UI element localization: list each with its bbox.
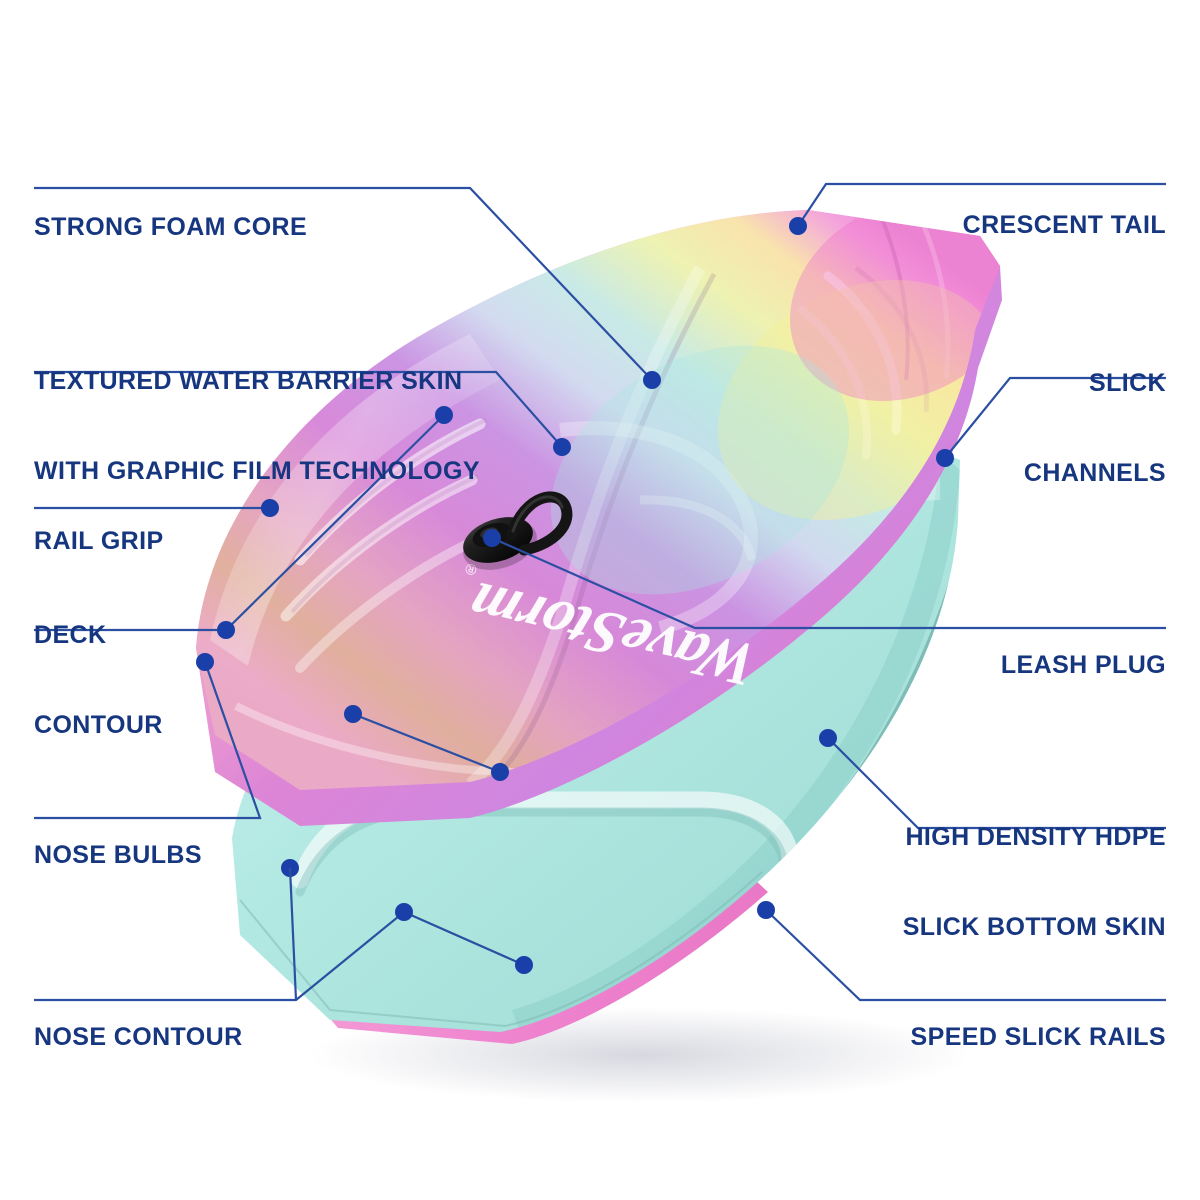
dot-textured-water-barrier: [553, 438, 571, 456]
slick-channel-arc: [823, 271, 902, 435]
label-line: LEASH PLUG: [1000, 651, 1166, 679]
deck-dish: [559, 421, 758, 635]
label-line: SLICK: [1089, 369, 1166, 397]
label-line: SLICK BOTTOM SKIN: [902, 913, 1166, 941]
label-line: NOSE CONTOUR: [34, 1023, 243, 1051]
dot-deck-contour: [217, 621, 235, 639]
connector-deck-contour: [34, 414, 445, 632]
label-deck-contour: DECK CONTOUR: [34, 560, 163, 800]
connector-nose-contour-b: [403, 910, 525, 967]
label-line: SPEED SLICK RAILS: [910, 1023, 1166, 1051]
label-nose-contour: NOSE CONTOUR: [34, 962, 243, 1112]
label-leash-plug: LEASH PLUG: [1001, 590, 1166, 740]
connector-crescent-tail: [797, 182, 1166, 227]
label-line: TEXTURED WATER BARRIER SKIN: [34, 367, 463, 395]
label-line: RAIL GRIP: [34, 527, 164, 555]
label-line: CHANNELS: [1023, 459, 1166, 487]
label-line: STRONG FOAM CORE: [34, 213, 308, 241]
dot-textured-water-barrier-b: [435, 406, 453, 424]
dot-deck-contour-mid: [344, 705, 362, 723]
connector-deck-contour-b: [352, 712, 501, 774]
deck-contour-ridge: [466, 265, 706, 789]
svg-text:®: ®: [464, 559, 479, 578]
label-line: CRESCENT TAIL: [962, 211, 1166, 239]
connector-dots: [196, 217, 954, 974]
dot-crescent-tail: [789, 217, 807, 235]
label-high-density-hdpe: HIGH DENSITY HDPE SLICK BOTTOM SKIN: [903, 762, 1166, 1002]
label-textured-water-barrier: TEXTURED WATER BARRIER SKIN WITH GRAPHIC…: [34, 306, 480, 546]
connector-slick-channels: [944, 376, 1166, 459]
dot-speed-slick-rails: [757, 901, 775, 919]
dot-slick-channels: [936, 449, 954, 467]
connector-high-density-hdpe: [827, 737, 1166, 830]
dot-deck-contour-b: [491, 763, 509, 781]
dot-nose-contour-c: [515, 956, 533, 974]
label-rail-grip: RAIL GRIP: [34, 466, 164, 616]
label-slick-channels: SLICK CHANNELS: [1024, 308, 1166, 548]
dot-high-density-hdpe: [819, 729, 837, 747]
dot-nose-contour-b: [395, 903, 413, 921]
label-line: CONTOUR: [34, 711, 163, 739]
deck-top-board: WaveStorm ®: [196, 210, 1002, 826]
label-line: HIGH DENSITY HDPE: [905, 823, 1166, 851]
dot-rail-grip: [261, 499, 279, 517]
crescent-tail-notch: [878, 213, 910, 381]
connector-speed-slick-rails: [765, 909, 1166, 1002]
dot-leash-plug: [483, 529, 501, 547]
label-line: NOSE BULBS: [34, 841, 202, 869]
label-nose-bulbs: NOSE BULBS: [34, 780, 202, 930]
label-line: WITH GRAPHIC FILM TECHNOLOGY: [34, 457, 480, 485]
connector-textured-water-barrier: [34, 370, 563, 448]
connector-strong-foam-core: [34, 186, 653, 381]
label-speed-slick-rails: SPEED SLICK RAILS: [911, 962, 1166, 1112]
connector-nose-bulb-leg: [288, 867, 298, 1001]
label-strong-foam-core: STRONG FOAM CORE: [34, 152, 307, 302]
dot-strong-foam-core: [643, 371, 661, 389]
connector-nose-bulbs: [34, 661, 262, 820]
label-line: DECK: [34, 621, 107, 649]
dot-nose-bulbs: [196, 653, 214, 671]
label-crescent-tail: CRESCENT TAIL: [963, 150, 1166, 300]
connector-leash-plug: [491, 536, 1166, 630]
